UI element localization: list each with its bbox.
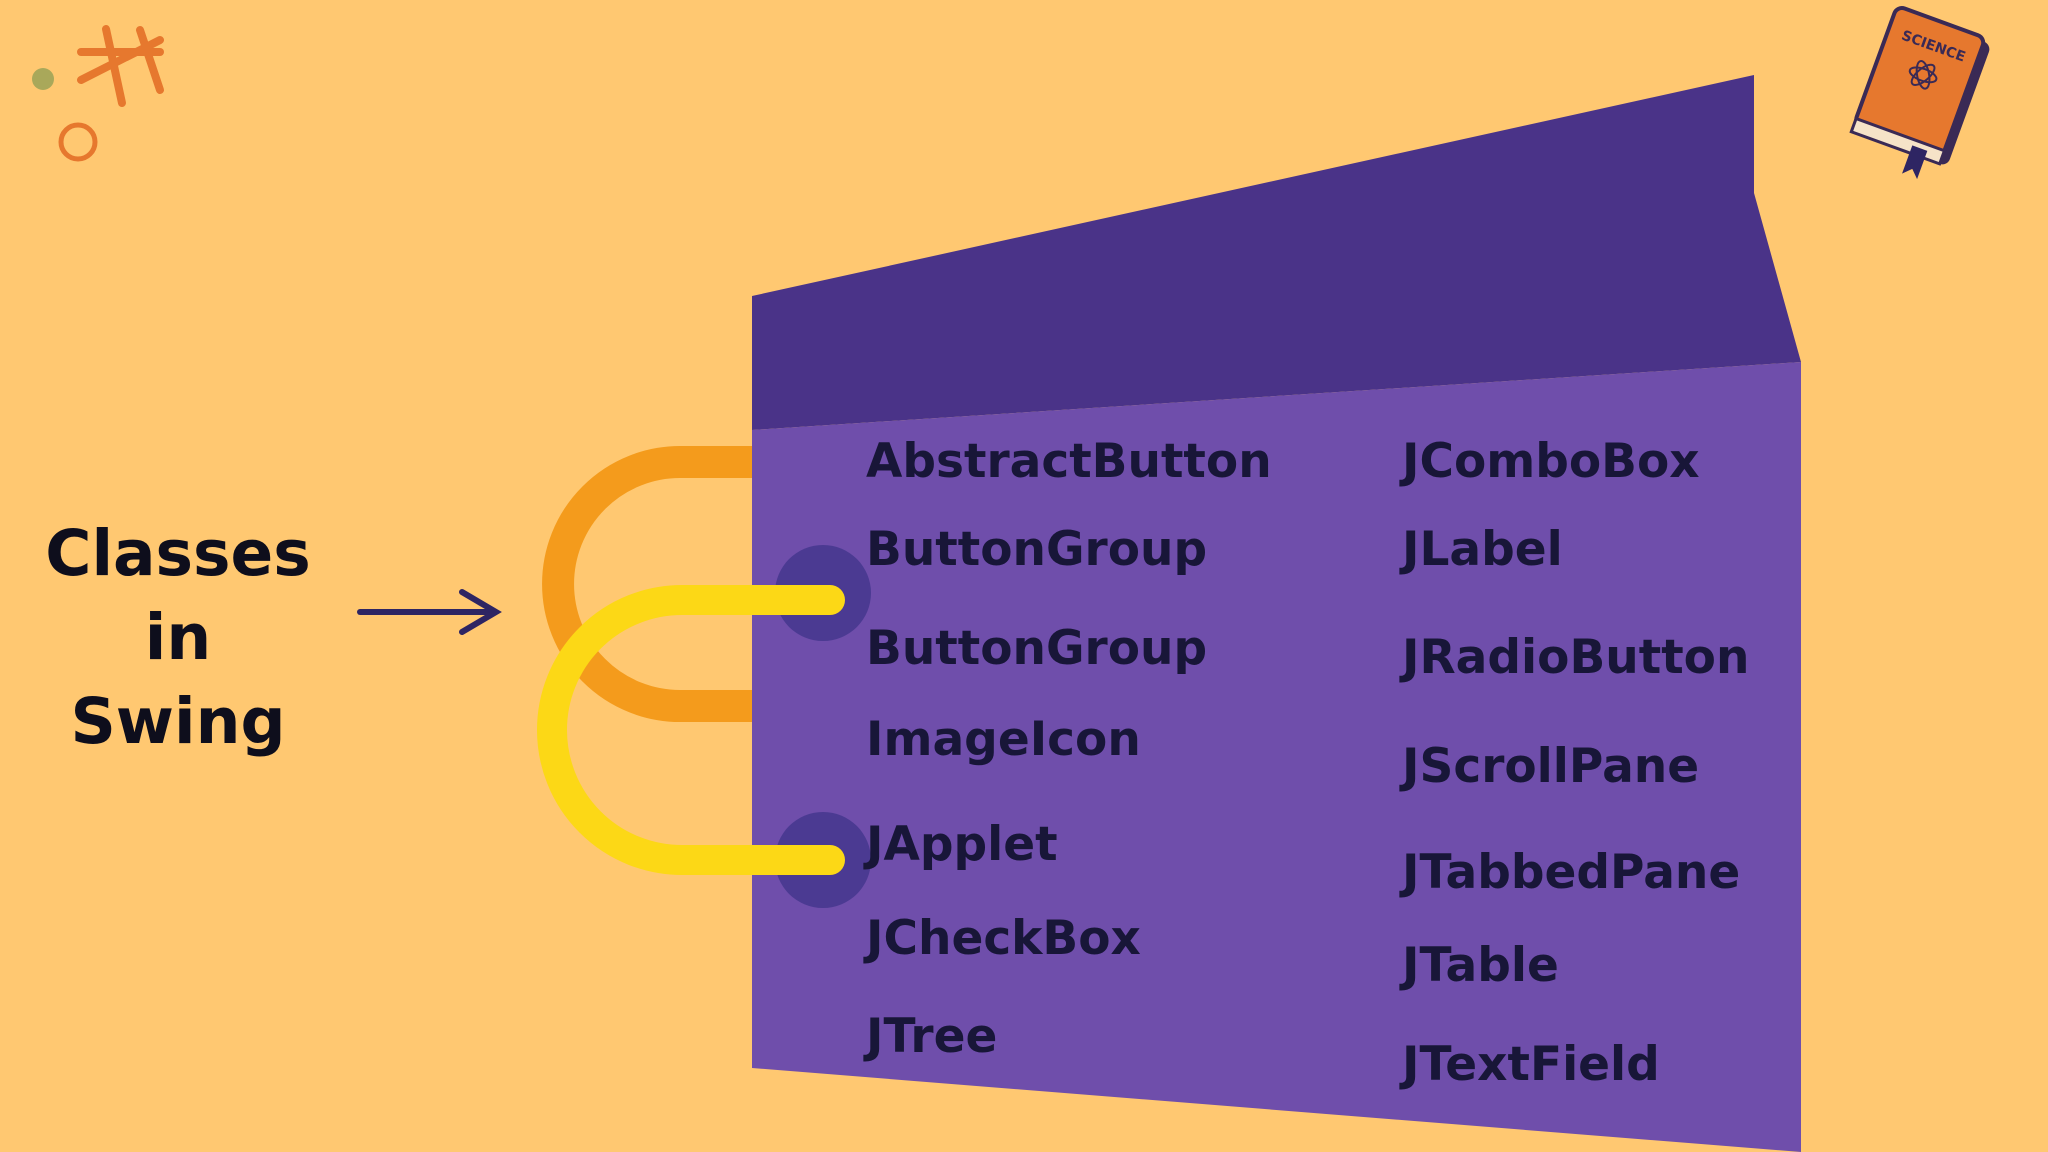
bag-flap	[752, 75, 1801, 430]
bag-body	[752, 362, 1801, 1152]
class-item-right: JTextField	[1402, 1037, 1660, 1092]
asterisk-decor	[77, 25, 164, 107]
class-item-left: ImageIcon	[866, 712, 1141, 767]
class-item-right: JComboBox	[1402, 434, 1700, 489]
ring-decor	[58, 122, 98, 162]
class-item-right: JLabel	[1402, 522, 1563, 577]
class-item-left: ButtonGroup	[866, 522, 1208, 577]
class-item-left: ButtonGroup	[866, 621, 1208, 676]
class-item-right: JRadioButton	[1402, 630, 1750, 685]
science-book-icon: SCIENCE	[1849, 6, 1990, 180]
arrow-icon	[357, 589, 502, 635]
diagram-heading: Classes in Swing	[18, 512, 338, 764]
class-item-right: JScrollPane	[1402, 739, 1700, 794]
heading-line-1: Classes in	[45, 517, 311, 674]
bag-handle-back	[542, 446, 754, 722]
class-item-right: JTable	[1402, 938, 1559, 993]
class-item-left: JApplet	[866, 817, 1058, 872]
class-item-left: JCheckBox	[866, 911, 1141, 966]
class-item-left: JTree	[866, 1009, 998, 1064]
class-item-left: AbstractButton	[866, 434, 1272, 489]
heading-line-2: Swing	[70, 685, 286, 758]
bag-handle-front	[537, 585, 845, 875]
class-item-right: JTabbedPane	[1402, 845, 1741, 900]
decor-doodles	[32, 25, 164, 162]
dot-decor	[32, 68, 54, 90]
